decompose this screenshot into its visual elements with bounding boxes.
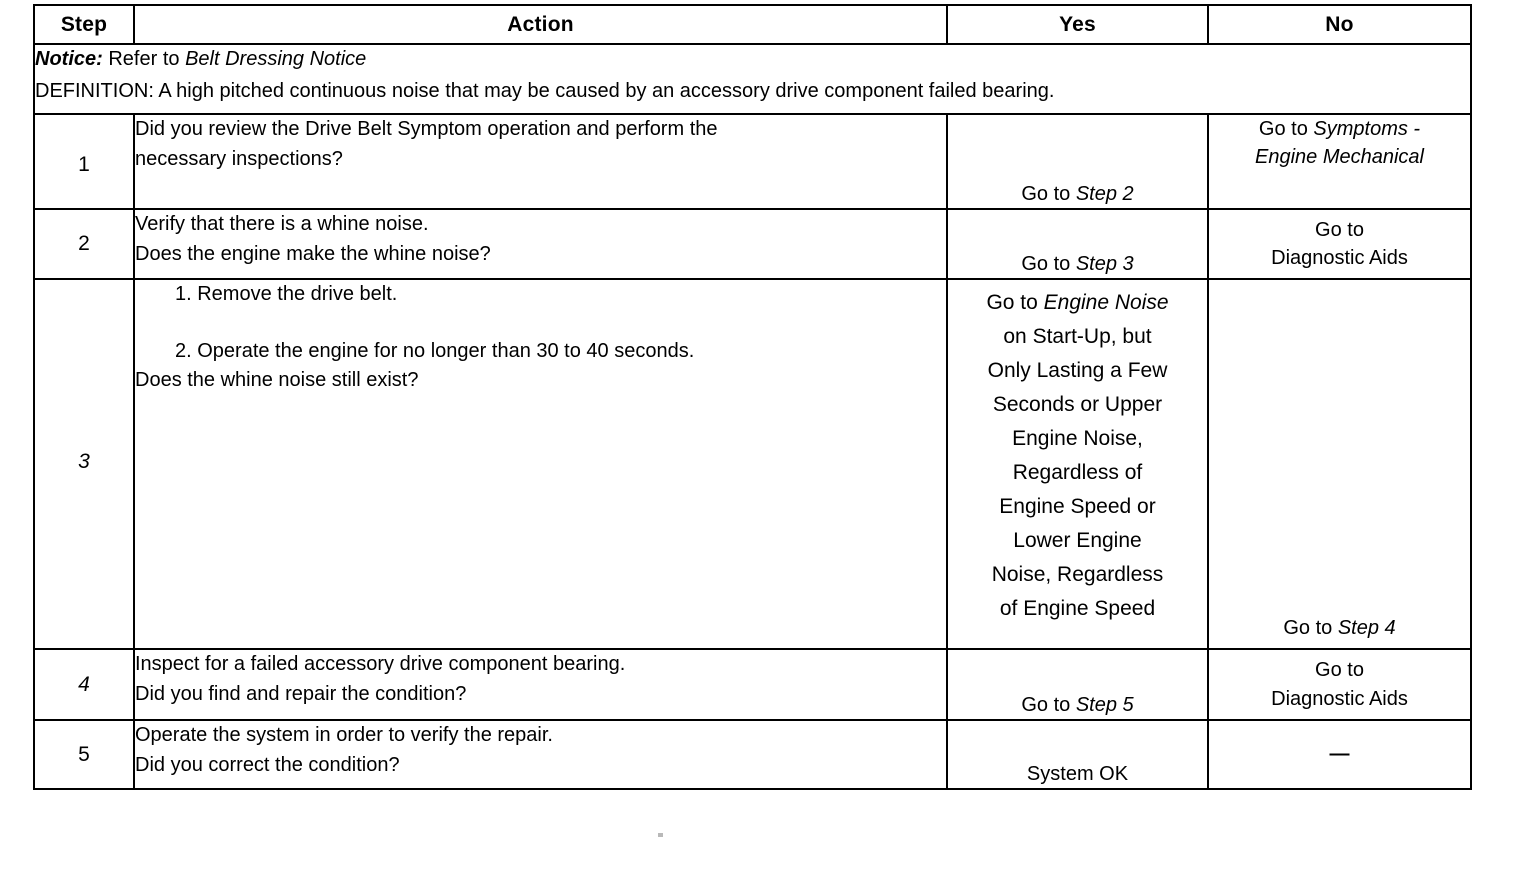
yes-reference: Engine Noise <box>1043 291 1169 314</box>
no-cell: Go to Diagnostic Aids <box>1207 208 1472 280</box>
no-line: Go to <box>1315 659 1364 682</box>
no-cell: Go to Diagnostic Aids <box>1207 648 1472 721</box>
notice-text: Refer to <box>108 48 180 70</box>
action-cell: Did you review the Drive Belt Symptom op… <box>133 113 948 210</box>
column-header-no: No <box>1207 4 1472 45</box>
action-cell: 1. Remove the drive belt. 2. Operate the… <box>133 278 948 650</box>
column-header-step: Step <box>33 4 135 45</box>
action-numbered-item: 1. Remove the drive belt. <box>175 283 398 305</box>
step-number-cell: 1 <box>33 113 135 210</box>
yes-line: Seconds or Upper <box>992 393 1163 417</box>
no-line: Go to Step 4 <box>1209 614 1470 642</box>
action-line: Did you correct the condition? <box>135 753 400 776</box>
yes-line: Lower Engine <box>1013 529 1142 553</box>
action-question: Does the whine noise still exist? <box>135 369 419 392</box>
no-cell: Go to Symptoms - Engine Mechanical <box>1207 113 1472 210</box>
action-cell: Operate the system in order to verify th… <box>133 719 948 790</box>
step-number: 5 <box>78 742 90 766</box>
yes-line: Go to Step 3 <box>948 250 1207 278</box>
table-header-row: Step Action Yes No <box>33 4 1472 45</box>
table-row: 2 Verify that there is a whine noise. Do… <box>33 208 1472 280</box>
yes-cell: Go to Engine Noise on Start-Up, but Only… <box>946 278 1209 650</box>
notice-cell: Notice: Refer to Belt Dressing Notice DE… <box>33 43 1472 115</box>
step-number: 1 <box>78 153 90 176</box>
yes-reference: Step 3 <box>1075 252 1134 275</box>
action-line: Inspect for a failed accessory drive com… <box>135 653 626 675</box>
yes-line: System OK <box>1026 762 1129 785</box>
yes-text: Go to <box>1021 252 1076 275</box>
step-number-cell: 3 <box>33 278 135 650</box>
column-header-yes: Yes <box>946 4 1209 45</box>
no-text: Go to <box>1283 616 1338 639</box>
action-line: Operate the system in order to verify th… <box>135 724 553 746</box>
step-number: 2 <box>78 232 90 255</box>
no-text: Go to <box>1258 118 1314 140</box>
action-numbered-item: 2. Operate the engine for no longer than… <box>175 339 695 362</box>
step-number: 4 <box>78 672 90 696</box>
no-dash: — <box>1329 743 1350 766</box>
step-number-cell: 4 <box>33 648 135 721</box>
action-line: Did you find and repair the condition? <box>135 682 467 705</box>
yes-cell: Go to Step 2 <box>946 113 1209 210</box>
action-line: necessary inspections? <box>135 147 343 170</box>
no-line: Go to <box>1315 218 1364 241</box>
no-cell: — <box>1207 719 1472 790</box>
no-reference: Step 4 <box>1337 616 1396 639</box>
yes-line: Noise, Regardless <box>991 563 1164 587</box>
no-cell: Go to Step 4 <box>1207 278 1472 650</box>
action-line: Verify that there is a whine noise. <box>135 213 429 235</box>
table-row: 3 1. Remove the drive belt. 2. Operate t… <box>33 278 1472 650</box>
yes-line: Go to Step 2 <box>948 180 1207 208</box>
yes-line: Engine Speed or <box>999 495 1156 519</box>
action-cell: Inspect for a failed accessory drive com… <box>133 648 948 721</box>
yes-reference: Step 5 <box>1075 693 1134 716</box>
table-row: 4 Inspect for a failed accessory drive c… <box>33 648 1472 721</box>
yes-text: Go to <box>1021 182 1076 205</box>
scan-artifact <box>658 833 663 837</box>
column-header-action: Action <box>133 4 948 45</box>
action-spacer <box>135 310 946 337</box>
yes-cell: System OK <box>946 719 1209 790</box>
yes-line: on Start-Up, but <box>1003 325 1152 349</box>
notice-reference: Belt Dressing Notice <box>185 48 367 70</box>
yes-line: Go to Step 5 <box>948 691 1207 719</box>
yes-cell: Go to Step 5 <box>946 648 1209 721</box>
notice-row: Notice: Refer to Belt Dressing Notice DE… <box>33 43 1472 115</box>
yes-cell: Go to Step 3 <box>946 208 1209 280</box>
yes-text: Go to <box>986 291 1044 314</box>
no-line: Diagnostic Aids <box>1271 687 1408 710</box>
no-reference: Symptoms - <box>1313 118 1421 140</box>
step-number: 3 <box>78 450 90 473</box>
yes-text: Go to <box>1021 693 1076 716</box>
action-cell: Verify that there is a whine noise. Does… <box>133 208 948 280</box>
notice-line: Notice: Refer to Belt Dressing Notice <box>35 45 1470 74</box>
yes-line: Regardless of <box>1012 461 1143 485</box>
step-number-cell: 2 <box>33 208 135 280</box>
no-line: Engine Mechanical <box>1255 146 1424 169</box>
no-line: Diagnostic Aids <box>1271 247 1408 269</box>
yes-line: Only Lasting a Few <box>987 359 1168 383</box>
action-line: Did you review the Drive Belt Symptom op… <box>135 118 718 140</box>
table-row: 5 Operate the system in order to verify … <box>33 719 1472 790</box>
notice-label: Notice: <box>35 48 103 70</box>
yes-reference: Step 2 <box>1075 182 1134 205</box>
action-line: Does the engine make the whine noise? <box>135 242 491 265</box>
step-number-cell: 5 <box>33 719 135 790</box>
yes-line: Go to Engine Noise <box>948 286 1207 320</box>
table-row: 1 Did you review the Drive Belt Symptom … <box>33 113 1472 210</box>
no-line: Go to Symptoms - <box>1209 115 1470 143</box>
definition-line: DEFINITION: A high pitched continuous no… <box>35 80 1055 102</box>
yes-line: Engine Noise, <box>1012 427 1143 451</box>
yes-line: of Engine Speed <box>999 597 1156 621</box>
diagnostic-table: Step Action Yes No Notice: Refer to Belt… <box>33 4 1472 790</box>
